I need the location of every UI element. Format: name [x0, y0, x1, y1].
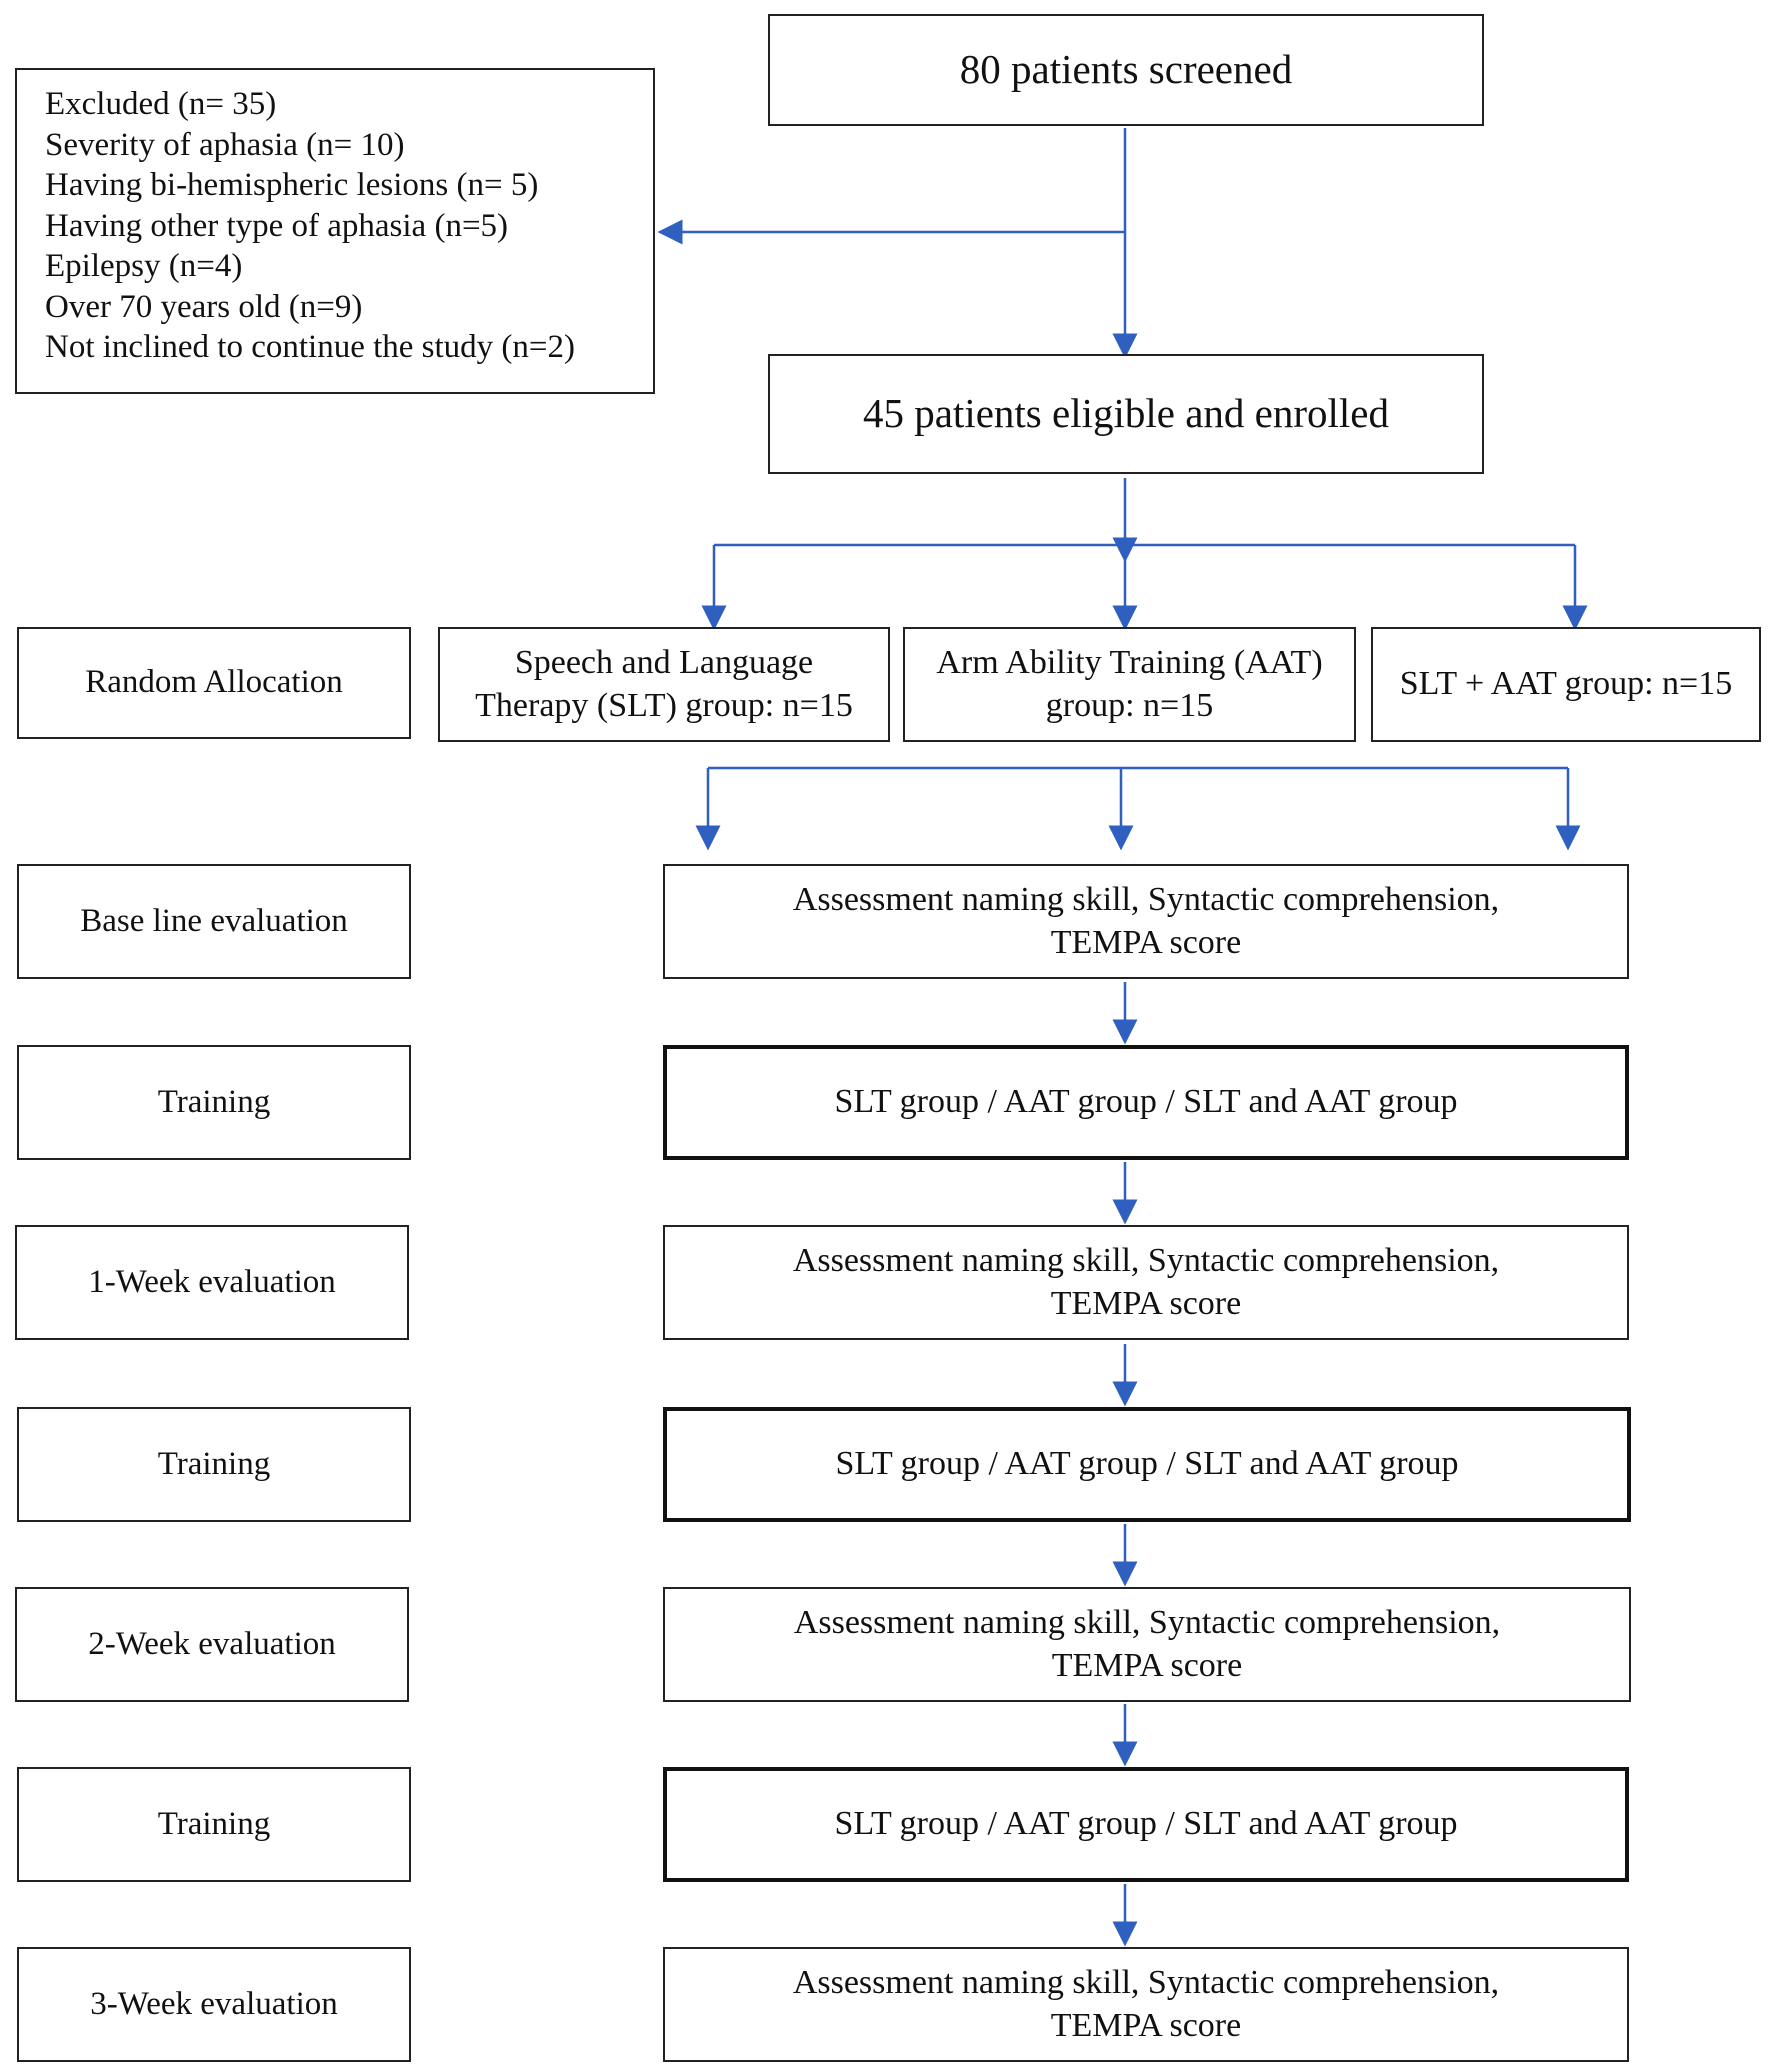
excluded-box: Excluded (n= 35) Severity of aphasia (n=… [15, 68, 655, 394]
stage-box-training-3: SLT group / AAT group / SLT and AAT grou… [663, 1767, 1629, 1882]
stage-line1: Assessment naming skill, Syntactic compr… [793, 1604, 1501, 1641]
stage-box-week-2: Assessment naming skill, Syntactic compr… [663, 1587, 1631, 1702]
stage-label-text: 1-Week evaluation [88, 1263, 336, 1300]
screened-text: 80 patients screened [959, 46, 1293, 93]
stage-box-baseline: Assessment naming skill, Syntactic compr… [663, 864, 1629, 979]
stage-line1: Assessment naming skill, Syntactic compr… [792, 881, 1500, 918]
group-slt-box: Speech and Language Therapy (SLT) group:… [438, 627, 890, 742]
stage-line1: Assessment naming skill, Syntactic compr… [792, 1964, 1500, 2001]
stage-line2: TEMPA score [1050, 923, 1242, 961]
excluded-line: Having other type of aphasia (n=5) [45, 207, 509, 244]
stage-label-text: Training [157, 1805, 271, 1842]
excluded-line: Having bi-hemispheric lesions (n= 5) [45, 167, 539, 203]
stage-label-training-2: Training [17, 1407, 411, 1522]
stage-label-text: Training [157, 1083, 271, 1120]
stage-box-week-3: Assessment naming skill, Syntactic compr… [663, 1947, 1629, 2062]
stage-label-baseline: Base line evaluation [17, 864, 411, 979]
stage-label-text: Base line evaluation [80, 902, 348, 939]
stage-label-week-1: 1-Week evaluation [15, 1225, 409, 1340]
stage-line1: SLT group / AAT group / SLT and AAT grou… [834, 1805, 1458, 1843]
stage-line1: SLT group / AAT group / SLT and AAT grou… [835, 1445, 1459, 1483]
stage-line2: TEMPA score [1050, 1284, 1242, 1322]
stage-line1: Assessment naming skill, Syntactic compr… [792, 1242, 1500, 1279]
stage-label-week-3: 3-Week evaluation [17, 1947, 411, 2062]
stage-line2: TEMPA score [1051, 1646, 1243, 1684]
excluded-line: Excluded (n= 35) [45, 86, 277, 122]
excluded-line: Over 70 years old (n=9) [45, 288, 363, 325]
excluded-list: Excluded (n= 35) Severity of aphasia (n=… [17, 70, 575, 368]
stage-label-training-3: Training [17, 1767, 411, 1882]
screened-box: 80 patients screened [768, 14, 1484, 126]
stage-label-text: 2-Week evaluation [88, 1625, 336, 1662]
stage-label-text: 3-Week evaluation [90, 1985, 338, 2022]
group-slt-line1: Speech and Language [514, 644, 814, 681]
group-aat-box: Arm Ability Training (AAT) group: n=15 [903, 627, 1356, 742]
excluded-line: Epilepsy (n=4) [45, 248, 243, 284]
stage-box-training-1: SLT group / AAT group / SLT and AAT grou… [663, 1045, 1629, 1160]
stage-label-training-1: Training [17, 1045, 411, 1160]
excluded-line: Not inclined to continue the study (n=2) [45, 329, 576, 365]
group-aat-line1: Arm Ability Training (AAT) [936, 644, 1323, 681]
stage-line1: SLT group / AAT group / SLT and AAT grou… [834, 1083, 1458, 1121]
stage-label-text: Training [157, 1445, 271, 1482]
group-combined-box: SLT + AAT group: n=15 [1371, 627, 1761, 742]
stage-box-training-2: SLT group / AAT group / SLT and AAT grou… [663, 1407, 1631, 1522]
enrolled-box: 45 patients eligible and enrolled [768, 354, 1484, 474]
group-combined-text: SLT + AAT group: n=15 [1399, 665, 1733, 703]
stage-box-week-1: Assessment naming skill, Syntactic compr… [663, 1225, 1629, 1340]
excluded-line: Severity of aphasia (n= 10) [45, 126, 405, 163]
random-allocation-label: Random Allocation [17, 627, 411, 739]
group-slt-line2: Therapy (SLT) group: n=15 [475, 686, 853, 724]
stage-label-week-2: 2-Week evaluation [15, 1587, 409, 1702]
group-aat-line2: group: n=15 [1045, 686, 1214, 724]
random-allocation-text: Random Allocation [85, 664, 343, 701]
stage-line2: TEMPA score [1050, 2006, 1242, 2044]
enrolled-text: 45 patients eligible and enrolled [862, 390, 1389, 437]
